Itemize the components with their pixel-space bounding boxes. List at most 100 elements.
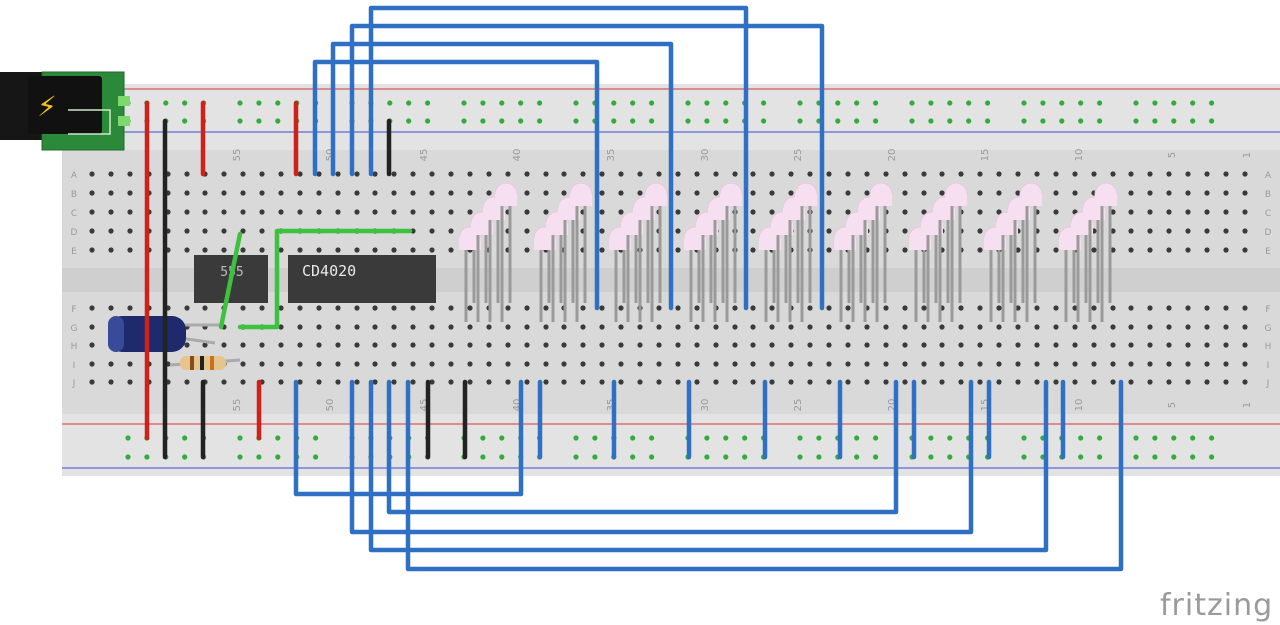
rail-hole [480, 118, 486, 124]
led-body [558, 208, 580, 220]
rail-hole [685, 100, 691, 106]
hole [996, 379, 1002, 385]
rail-hole [1097, 435, 1103, 441]
rail-hole [947, 454, 953, 460]
hole [656, 379, 662, 385]
hole [1110, 379, 1116, 385]
hole [1185, 305, 1191, 311]
column-number: 1 [1242, 152, 1253, 158]
hole [958, 379, 964, 385]
hole [524, 342, 530, 348]
hole [1204, 209, 1210, 215]
wire-blue [330, 41, 674, 311]
column-number: 30 [700, 149, 711, 162]
hole [316, 171, 322, 177]
row-letter: G [1265, 324, 1272, 334]
hole [864, 324, 870, 330]
row-letter: B [1265, 190, 1271, 200]
rail-hole [313, 454, 319, 460]
rail-hole [237, 435, 243, 441]
rail-hole [182, 100, 188, 106]
hole [1242, 190, 1248, 196]
hole [1166, 209, 1172, 215]
hole [1223, 324, 1229, 330]
hole [1034, 342, 1040, 348]
hole [694, 190, 700, 196]
wire-green [218, 231, 243, 330]
hole [1015, 361, 1021, 367]
hole [372, 324, 378, 330]
hole [1128, 209, 1134, 215]
rail-hole [928, 100, 934, 106]
hole [89, 324, 95, 330]
rail-hole [1040, 118, 1046, 124]
hole [1223, 247, 1229, 253]
hole [448, 342, 454, 348]
hole [354, 171, 360, 177]
hole [429, 209, 435, 215]
hole [750, 361, 756, 367]
led-body [684, 238, 706, 250]
hole [977, 324, 983, 330]
hole [845, 361, 851, 367]
hole [769, 305, 775, 311]
hole [1204, 324, 1210, 330]
hole [524, 171, 530, 177]
hole [618, 324, 624, 330]
rail-hole [630, 435, 636, 441]
rail-hole [1097, 118, 1103, 124]
wire-blue [312, 59, 600, 311]
hole [316, 190, 322, 196]
hole [1053, 342, 1059, 348]
led-body [720, 194, 742, 206]
rail-hole [1209, 435, 1215, 441]
hole [1223, 342, 1229, 348]
hole [845, 342, 851, 348]
hole [580, 305, 586, 311]
rail-hole [630, 118, 636, 124]
row-letter: H [71, 342, 78, 352]
hole [335, 171, 341, 177]
hole [202, 305, 208, 311]
hole [335, 361, 341, 367]
hole [637, 379, 643, 385]
hole [524, 324, 530, 330]
hole [259, 228, 265, 234]
hole [1110, 324, 1116, 330]
hole [467, 324, 473, 330]
rail-hole [816, 435, 822, 441]
hole [1204, 305, 1210, 311]
hole [1185, 228, 1191, 234]
rail-hole [966, 118, 972, 124]
rail-hole [125, 435, 131, 441]
hole [543, 209, 549, 215]
hole [599, 209, 605, 215]
hole [354, 324, 360, 330]
hole [1185, 379, 1191, 385]
hole [902, 379, 908, 385]
hole [599, 171, 605, 177]
hole [1147, 190, 1153, 196]
hole [1128, 379, 1134, 385]
hole [1204, 342, 1210, 348]
hole [637, 171, 643, 177]
hole [902, 171, 908, 177]
hole [221, 247, 227, 253]
hole [1204, 361, 1210, 367]
hole [750, 379, 756, 385]
hole [845, 324, 851, 330]
rail-hole [1078, 454, 1084, 460]
hole [1204, 247, 1210, 253]
chip-cd4020: CD4020 [288, 255, 436, 303]
hole [89, 190, 95, 196]
hole [297, 342, 303, 348]
led-body [1095, 194, 1117, 206]
row-letter: E [1265, 247, 1271, 257]
wire-blue [386, 379, 899, 515]
hole [1166, 324, 1172, 330]
hole [675, 324, 681, 330]
hole [845, 305, 851, 311]
hole [108, 171, 114, 177]
hole [429, 171, 435, 177]
hole [769, 324, 775, 330]
